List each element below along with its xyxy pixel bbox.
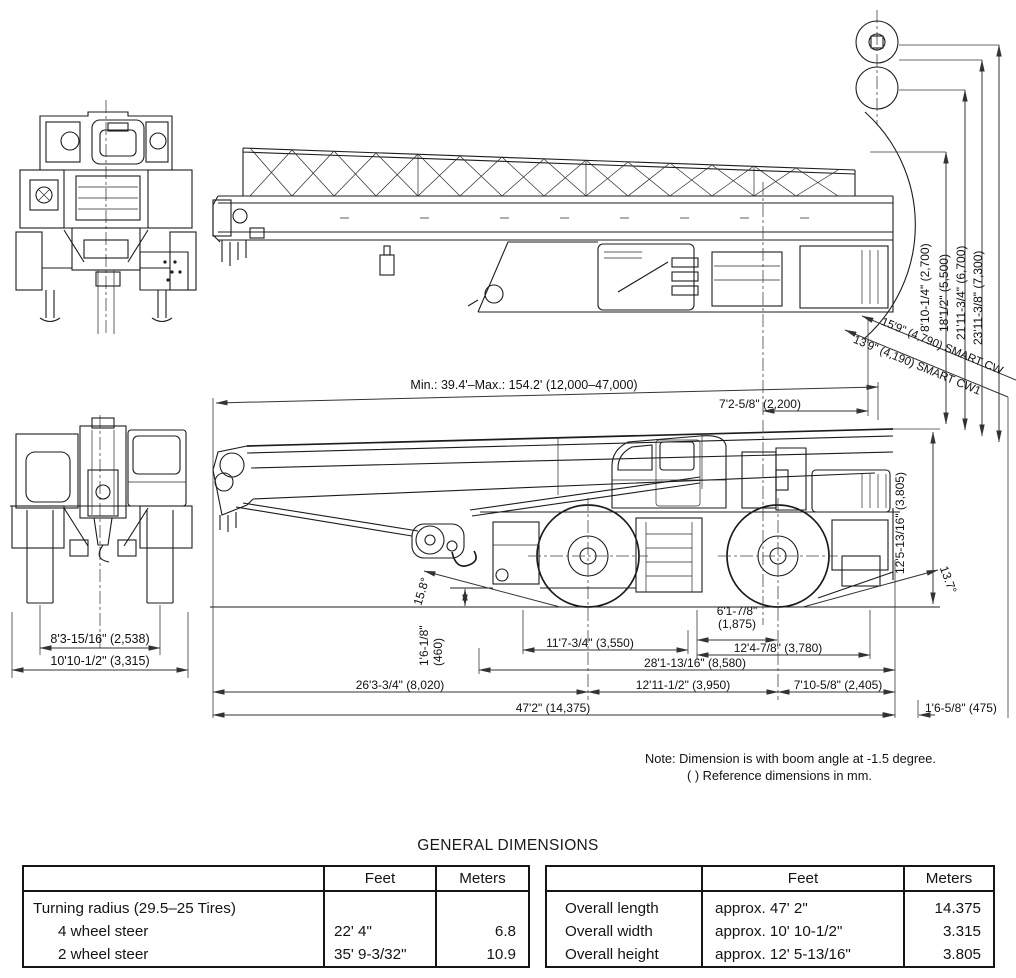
- table-cell: 2 wheel steer: [58, 946, 149, 963]
- dim-track-width: 8'3-15/16" (2,538): [50, 632, 150, 646]
- rear-view-drawing: [15, 100, 197, 336]
- table-cell: 3.315: [942, 923, 981, 940]
- dim-rear-length: 7'10-5/8" (2,405): [793, 678, 883, 692]
- table-col-feet: approx. 47' 2" approx. 10' 10-1/2" appro…: [701, 892, 903, 966]
- table-col-labels: Overall length Overall width Overall hei…: [547, 892, 701, 966]
- front-view-drawing: [10, 415, 193, 678]
- dim-height-jib-mid: 21'11-3/4" (6,700): [954, 245, 968, 340]
- table-cell: 14.375: [934, 900, 981, 917]
- note-block: Note: Dimension is with boom angle at -1…: [645, 750, 936, 784]
- table-cell: approx. 47' 2": [715, 900, 808, 917]
- working-side-view-drawing: [210, 420, 940, 700]
- table-cell: 35' 9-3/32": [334, 946, 407, 963]
- table-header-empty: [24, 867, 323, 892]
- table-header-empty: [547, 867, 701, 892]
- table-col-feet: 22' 4" 35' 9-3/32": [323, 892, 435, 966]
- travel-side-view-drawing: [212, 10, 916, 416]
- dimension-drawing-canvas: [10, 10, 1016, 718]
- table-header-feet: Feet: [701, 867, 903, 892]
- note-line-1: Note: Dimension is with boom angle at -1…: [645, 751, 936, 766]
- tail-swing-dimension: [762, 320, 869, 416]
- table-col-meters: 6.8 10.9: [435, 892, 528, 966]
- table-cell: approx. 10' 10-1/2": [715, 923, 843, 940]
- table-cell: 10.9: [486, 946, 516, 963]
- section-title: GENERAL DIMENSIONS: [417, 837, 599, 854]
- operator-cab: [611, 435, 727, 509]
- table-col-meters: 14.375 3.315 3.805: [903, 892, 993, 966]
- dim-overall-width: 10'10-1/2" (3,315): [50, 654, 150, 668]
- table-cell: Overall width: [565, 923, 653, 940]
- dim-boom-minmax: Min.: 39.4'–Max.: 154.2' (12,000–47,000): [410, 378, 638, 392]
- length-dimensions: [212, 560, 935, 718]
- table-cell: 3.805: [942, 946, 981, 963]
- dim-height-jib-top: 23'11-3/8" (7,300): [971, 250, 985, 345]
- dim-mid-length: 12'11-1/2" (3,950): [635, 678, 731, 692]
- table-cell: 22' 4": [334, 923, 372, 940]
- dim-overall-height: 12'5-13/16" (3,805): [893, 472, 907, 574]
- table-cell: Overall height: [565, 946, 659, 963]
- dim-rear-overhang: 1'6-5/8" (475): [925, 701, 997, 715]
- table-header-meters: Meters: [903, 867, 993, 892]
- dim-outrigger-rear: 12'4-7/8" (3,780): [733, 641, 823, 655]
- table-cell: 4 wheel steer: [58, 923, 149, 940]
- dim-height-jib-low: 18'1/2" (5,500): [937, 254, 951, 332]
- table-header-feet: Feet: [323, 867, 435, 892]
- smart-cw-dimensions: [844, 315, 1016, 718]
- table-cell: approx. 12' 5-13/16": [715, 946, 851, 963]
- dim-height-boom: 8'10-1/4" (2,700): [918, 243, 932, 332]
- table-col-labels: Turning radius (29.5–25 Tires) 4 wheel s…: [24, 892, 323, 966]
- travel-height-dimensions: [870, 44, 1002, 443]
- note-line-2: ( ) Reference dimensions in mm.: [687, 768, 872, 783]
- dim-clearance-value: 1'6-1/8": [417, 625, 431, 666]
- dim-clearance-mm: (460): [431, 637, 445, 666]
- dim-rear-spread: 6'1-7/8"(1,875): [716, 604, 758, 631]
- table-cell: [437, 897, 528, 920]
- dim-overall-length: 47'2" (14,375): [515, 701, 591, 715]
- dim-tail-swing: 7'2-5/8" (2,200): [719, 397, 801, 411]
- dim-frame-length: 28'1-13/16" (8,580): [644, 656, 746, 670]
- dim-wheelbase: 11'7-3/4" (3,550): [546, 636, 634, 650]
- table-cell: 6.8: [494, 923, 516, 940]
- turning-radius-table: Feet Meters Turning radius (29.5–25 Tire…: [22, 865, 530, 968]
- table-header-meters: Meters: [435, 867, 528, 892]
- hook-block: [411, 523, 477, 567]
- table-cell: Turning radius (29.5–25 Tires): [33, 900, 236, 917]
- table-cell: [325, 897, 435, 920]
- boom-length-dimension: [212, 382, 879, 718]
- table-cell: Overall length: [565, 900, 659, 917]
- overall-dimensions-table: Feet Meters Overall length Overall width…: [545, 865, 995, 968]
- dim-front-length: 26'3-3/4" (8,020): [355, 678, 445, 692]
